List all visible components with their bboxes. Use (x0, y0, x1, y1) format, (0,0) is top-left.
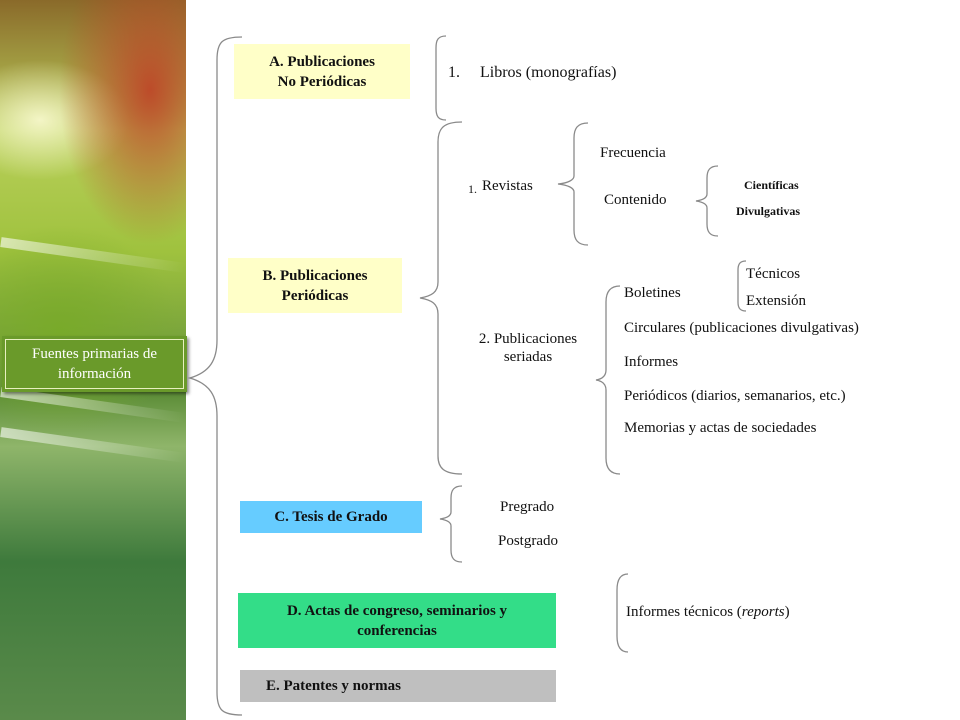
seriadas-line1: 2. Publicaciones (478, 331, 578, 347)
informes-label: Informes (624, 354, 679, 370)
root-node-fuentes-primarias: Fuentes primarias de información (2, 336, 187, 392)
root-label-line2: información (57, 366, 132, 382)
seriadas-label: 2. Publicaciones seriadas (458, 330, 598, 366)
periodicos-label: Periódicos (diarios, semanarios, etc.) (624, 388, 846, 404)
category-d-line2: conferencias (357, 622, 437, 639)
category-b-box: B. Publicaciones Periódicas (228, 258, 402, 313)
root-node-label: Fuentes primarias de información (5, 339, 184, 389)
cientificas-label: Científicas (744, 178, 799, 192)
photo-highlight (0, 387, 186, 423)
memorias-label: Memorias y actas de sociedades (624, 420, 817, 436)
informes-tecnicos-suffix: ) (784, 604, 790, 620)
libros-number: 1. (448, 64, 460, 81)
seriadas-line2: seriadas (503, 349, 553, 365)
root-label-line1: Fuentes primarias de (32, 346, 157, 362)
libros-label: Libros (monografías) (480, 64, 617, 81)
informes-tecnicos-prefix: Informes técnicos ( (626, 604, 742, 620)
tecnicos-label: Técnicos (746, 266, 801, 282)
category-d-box: D. Actas de congreso, seminarios y confe… (238, 593, 556, 648)
circulares-label: Circulares (publicaciones divulgativas) (624, 320, 859, 336)
category-b-line2: Periódicas (281, 287, 349, 304)
boletines-bracket (737, 260, 747, 312)
a-bracket (435, 35, 447, 121)
divulgativas-label: Divulgativas (736, 204, 801, 218)
revistas-bracket (557, 122, 589, 246)
boletines-label: Boletines (624, 285, 681, 301)
category-a-box: A. Publicaciones No Periódicas (234, 44, 410, 99)
category-e-box: E. Patentes y normas (240, 670, 556, 702)
revistas-number: 1. (468, 182, 477, 196)
informes-tecnicos-reports: reports (741, 604, 785, 620)
category-e-label: E. Patentes y normas (266, 678, 401, 694)
informes-tecnicos-label: Informes técnicos (reports) (626, 603, 790, 621)
category-c-box: C. Tesis de Grado (240, 501, 422, 533)
category-b-line1: B. Publicaciones (262, 267, 368, 284)
tesis-bracket (439, 485, 463, 563)
root-brace (187, 36, 243, 716)
photo-highlight (0, 427, 186, 463)
category-a-line2: No Periódicas (277, 73, 367, 90)
category-c-label: C. Tesis de Grado (274, 509, 388, 525)
contenido-bracket (695, 165, 719, 237)
category-d-line1: D. Actas de congreso, seminarios y (286, 602, 508, 619)
category-a-line1: A. Publicaciones (269, 53, 375, 70)
seriadas-bracket (595, 285, 621, 475)
photo-highlight (0, 237, 186, 273)
contenido-label: Contenido (604, 192, 667, 208)
frecuencia-label: Frecuencia (600, 145, 666, 161)
extension-label: Extensión (746, 293, 806, 309)
pregrado-label: Pregrado (500, 499, 555, 515)
postgrado-label: Postgrado (498, 533, 558, 549)
b-brace (419, 121, 463, 475)
revistas-label: Revistas (482, 178, 533, 194)
